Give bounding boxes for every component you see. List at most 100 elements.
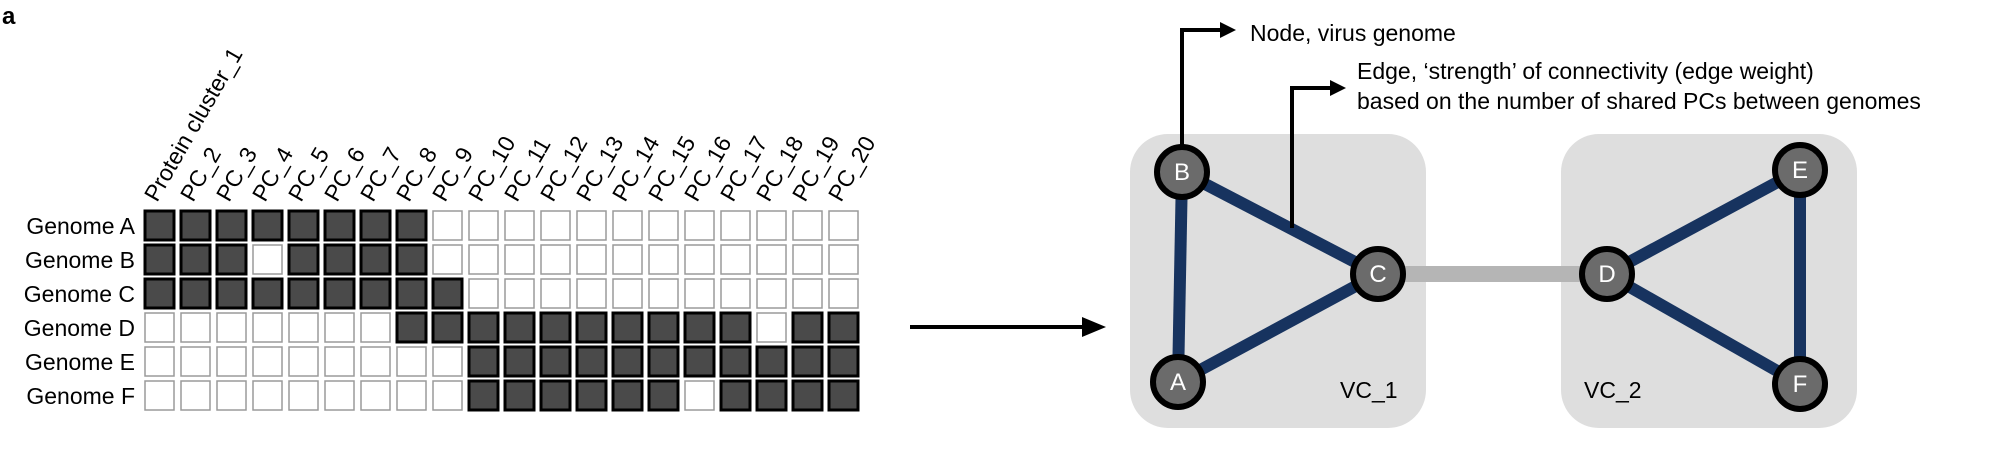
matrix-cell-empty — [648, 278, 679, 309]
matrix-cell-filled — [575, 379, 608, 412]
matrix-cell-filled — [503, 379, 536, 412]
matrix-cell-filled — [827, 345, 860, 378]
matrix-cell-empty — [288, 312, 319, 343]
matrix-cell-empty — [468, 278, 499, 309]
genome-node — [1150, 354, 1206, 410]
matrix-cell-filled — [827, 379, 860, 412]
row-label: Genome D — [24, 315, 135, 341]
row-label: Genome A — [26, 213, 135, 239]
strong-edge — [1172, 171, 1188, 383]
matrix-cell-filled — [179, 209, 212, 242]
strong-edge — [1604, 164, 1803, 280]
matrix-cell-empty — [360, 312, 391, 343]
matrix-cell-empty — [612, 244, 643, 275]
matrix-cell-filled — [287, 209, 320, 242]
matrix-cell-filled — [539, 345, 572, 378]
matrix-cell-filled — [791, 379, 824, 412]
matrix-cell-filled — [323, 243, 356, 276]
matrix-cell-empty — [144, 346, 175, 377]
matrix-cell-empty — [252, 312, 283, 343]
matrix-cell-empty — [684, 380, 715, 411]
matrix-cell-empty — [612, 278, 643, 309]
matrix-cell-filled — [143, 209, 176, 242]
matrix-cell-empty — [360, 346, 391, 377]
matrix-cell-filled — [467, 345, 500, 378]
matrix-cell-filled — [287, 243, 320, 276]
matrix-cell-filled — [143, 243, 176, 276]
genome-node — [1579, 246, 1635, 302]
genome-node-label: D — [1598, 261, 1615, 288]
matrix-cell-filled — [611, 345, 644, 378]
matrix-cell-empty — [792, 244, 823, 275]
matrix-cell-empty — [432, 244, 463, 275]
matrix-cell-empty — [756, 244, 787, 275]
matrix-cell-filled — [503, 311, 536, 344]
matrix-cell-empty — [756, 278, 787, 309]
genome-node-label: C — [1369, 261, 1386, 288]
node-annotation: Node, virus genome — [1250, 20, 1456, 46]
matrix-cell-empty — [648, 210, 679, 241]
matrix-cell-filled — [215, 243, 248, 276]
viral-cluster-label: VC_2 — [1584, 377, 1642, 403]
matrix-cell-filled — [179, 243, 212, 276]
matrix-cell-empty — [396, 346, 427, 377]
matrix-cell-empty — [252, 380, 283, 411]
matrix-cell-empty — [720, 278, 751, 309]
matrix-cell-filled — [287, 277, 320, 310]
matrix-cell-empty — [360, 380, 391, 411]
matrix-cell-filled — [575, 311, 608, 344]
row-label: Genome C — [24, 281, 135, 307]
genome-node-label: E — [1792, 157, 1808, 184]
edge-annotation-line2: based on the number of shared PCs betwee… — [1357, 88, 1921, 114]
matrix-cell-filled — [827, 311, 860, 344]
matrix-cell-filled — [719, 311, 752, 344]
edge-annotation-pointer — [1290, 80, 1346, 228]
matrix-cell-filled — [683, 311, 716, 344]
matrix-cell-empty — [756, 312, 787, 343]
matrix-cell-filled — [359, 209, 392, 242]
matrix-cell-filled — [467, 311, 500, 344]
matrix-cell-empty — [684, 210, 715, 241]
matrix-cell-empty — [216, 380, 247, 411]
panel-label: a — [2, 3, 16, 30]
matrix-cell-empty — [648, 244, 679, 275]
matrix-cell-filled — [359, 243, 392, 276]
matrix-cell-empty — [540, 278, 571, 309]
matrix-cell-filled — [755, 345, 788, 378]
matrix-cell-empty — [252, 346, 283, 377]
matrix-cell-filled — [791, 311, 824, 344]
matrix-cell-filled — [359, 277, 392, 310]
matrix-cell-filled — [395, 277, 428, 310]
matrix-cell-empty — [792, 210, 823, 241]
genome-node-label: A — [1170, 369, 1186, 396]
matrix-cell-filled — [575, 345, 608, 378]
matrix-cell-filled — [647, 345, 680, 378]
matrix-cell-filled — [251, 277, 284, 310]
matrix-cell-empty — [828, 244, 859, 275]
matrix-cell-filled — [611, 379, 644, 412]
matrix-cell-empty — [828, 210, 859, 241]
matrix-cell-empty — [828, 278, 859, 309]
genome-node — [1154, 144, 1210, 200]
matrix-cell-empty — [144, 380, 175, 411]
edge-annotation-line1: Edge, ‘strength’ of connectivity (edge w… — [1357, 58, 1814, 84]
matrix-cell-empty — [180, 346, 211, 377]
viral-cluster-label: VC_1 — [1340, 377, 1398, 403]
matrix-cell-empty — [324, 312, 355, 343]
genome-node — [1772, 356, 1828, 412]
matrix-cell-empty — [468, 244, 499, 275]
matrix-cell-empty — [216, 346, 247, 377]
genome-node — [1772, 142, 1828, 198]
matrix-cell-empty — [432, 380, 463, 411]
matrix-cell-empty — [288, 380, 319, 411]
matrix-cell-empty — [576, 278, 607, 309]
matrix-cell-empty — [720, 244, 751, 275]
matrix-cell-empty — [576, 210, 607, 241]
matrix-cell-filled — [719, 345, 752, 378]
viral-cluster-box — [1130, 134, 1426, 428]
matrix-cell-filled — [251, 209, 284, 242]
matrix-cell-empty — [540, 210, 571, 241]
matrix-cell-filled — [539, 379, 572, 412]
matrix-cell-filled — [467, 379, 500, 412]
